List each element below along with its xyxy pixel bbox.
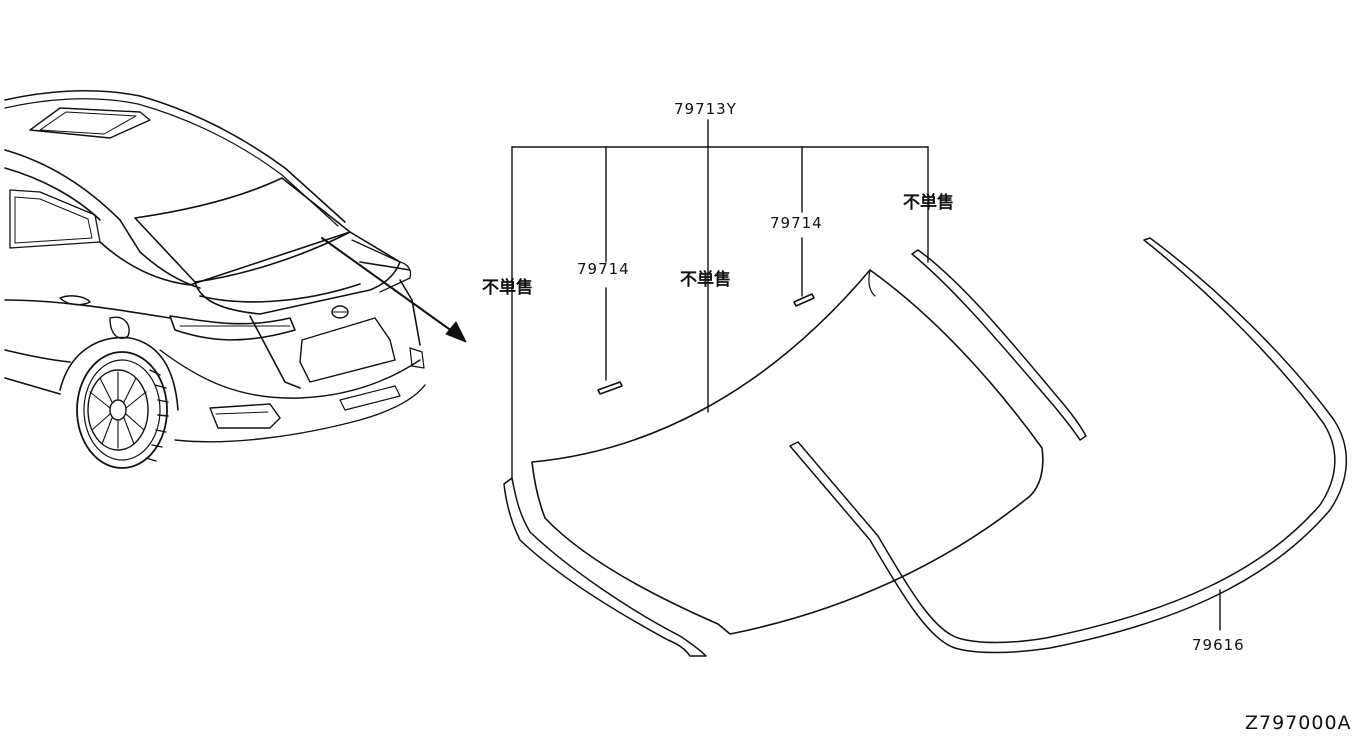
clip-right: [793, 293, 815, 307]
label-79714-right: 79714: [770, 214, 823, 232]
note-not-sold-center: 不単售: [680, 270, 731, 290]
side-molding-right: [911, 249, 1087, 441]
label-79714-left: 79714: [577, 260, 630, 278]
callout-arrow: [321, 237, 457, 335]
back-glass-assembly: [503, 237, 1348, 657]
note-not-sold-right: 不単售: [903, 193, 954, 213]
back-window-glass: [531, 269, 1044, 635]
clip-left: [597, 381, 623, 395]
label-79616: 79616: [1192, 636, 1245, 654]
rear-window: [134, 177, 351, 283]
leader-lines: [511, 119, 1221, 631]
rear-wheel: [76, 351, 168, 469]
diagram-code: Z797000A: [1245, 712, 1352, 734]
note-not-sold-left: 不単售: [482, 278, 533, 298]
car-rear-view: [4, 90, 467, 469]
rear-window-molding: [789, 237, 1348, 654]
side-molding-left: [503, 477, 707, 657]
label-79713Y: 79713Y: [674, 100, 737, 118]
